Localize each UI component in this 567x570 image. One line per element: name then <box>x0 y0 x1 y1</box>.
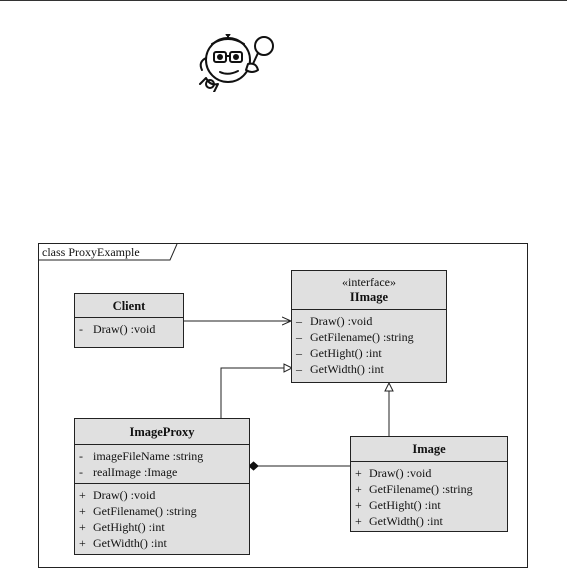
visibility-marker: - <box>79 465 83 479</box>
page-top-rule <box>0 0 567 1</box>
imageproxy-class[interactable]: ImageProxy - imageFileName :string - rea… <box>74 418 250 555</box>
realization-triangle-up <box>384 381 394 392</box>
iimage-operation: – GetFilename() :string <box>296 329 442 345</box>
operation-signature: Draw() :void <box>93 488 156 502</box>
frame-label: class ProxyExample <box>42 245 140 259</box>
image-class-header: Image <box>351 437 507 462</box>
operation-signature: GetFilename() :string <box>369 482 473 496</box>
client-operation: - Draw() :void <box>79 321 179 337</box>
attribute-signature: imageFileName :string <box>93 449 204 463</box>
imageproxy-class-name: ImageProxy <box>129 425 195 439</box>
iimage-stereotype: «interface» <box>342 275 396 289</box>
imageproxy-iimage-realization <box>220 367 285 418</box>
imageproxy-header: ImageProxy <box>75 419 249 445</box>
visibility-marker: – <box>296 314 302 328</box>
client-class[interactable]: Client - Draw() :void <box>74 293 184 348</box>
visibility-marker: + <box>79 536 86 550</box>
imageproxy-attribute: - imageFileName :string <box>79 448 245 464</box>
operation-signature: Draw() :void <box>369 466 432 480</box>
iimage-operations: – Draw() :void – GetFilename() :string –… <box>292 310 446 380</box>
imageproxy-operations: + Draw() :void + GetFilename() :string +… <box>75 484 249 554</box>
visibility-marker: + <box>355 482 362 496</box>
image-operation: + GetWidth() :int <box>355 513 503 529</box>
image-class-name: Image <box>412 442 446 456</box>
visibility-marker: – <box>296 330 302 344</box>
visibility-marker: + <box>355 514 362 528</box>
client-class-name: Client <box>112 299 146 313</box>
operation-signature: GetHight() :int <box>93 520 165 534</box>
imageproxy-operation: + Draw() :void <box>79 487 245 503</box>
operation-signature: GetHight() :int <box>369 498 441 512</box>
visibility-marker: + <box>79 520 86 534</box>
operation-signature: Draw() :void <box>310 314 373 328</box>
image-class[interactable]: Image + Draw() :void + GetFilename() :st… <box>350 436 508 532</box>
imageproxy-operation: + GetHight() :int <box>79 519 245 535</box>
visibility-marker: + <box>79 488 86 502</box>
iimage-interface[interactable]: «interface» IImage – Draw() :void – GetF… <box>291 270 447 383</box>
attribute-signature: realImage :Image <box>93 465 178 479</box>
visibility-marker: + <box>355 466 362 480</box>
iimage-operation: – GetWidth() :int <box>296 361 442 377</box>
visibility-marker: – <box>296 346 302 360</box>
operation-signature: GetWidth() :int <box>93 536 167 550</box>
visibility-marker: + <box>355 498 362 512</box>
visibility-marker: – <box>296 362 302 376</box>
frame-tab-outline <box>39 244 178 261</box>
imageproxy-operation: + GetWidth() :int <box>79 535 245 551</box>
diagram-frame: class ProxyExample <box>38 243 528 568</box>
iimage-operation: – Draw() :void <box>296 313 442 329</box>
operation-signature: GetWidth() :int <box>310 362 384 376</box>
operation-signature: GetFilename() :string <box>93 504 197 518</box>
visibility-marker: + <box>79 504 86 518</box>
iimage-header: «interface» IImage <box>292 271 446 310</box>
image-operation: + GetHight() :int <box>355 497 503 513</box>
operation-signature: Draw() :void <box>93 322 156 336</box>
client-operations: - Draw() :void <box>75 318 183 340</box>
image-operations: + Draw() :void + GetFilename() :string +… <box>351 462 507 532</box>
visibility-marker: - <box>79 322 83 336</box>
realization-triangle-left <box>283 363 294 373</box>
imageproxy-attributes: - imageFileName :string - realImage :Ima… <box>75 445 249 484</box>
mascot-illustration <box>199 34 274 92</box>
image-operation: + Draw() :void <box>355 465 503 481</box>
iimage-class-name: IImage <box>349 290 389 304</box>
imageproxy-attribute: - realImage :Image <box>79 464 245 480</box>
operation-signature: GetHight() :int <box>310 346 382 360</box>
imageproxy-operation: + GetFilename() :string <box>79 503 245 519</box>
operation-signature: GetWidth() :int <box>369 514 443 528</box>
operation-signature: GetFilename() :string <box>310 330 414 344</box>
visibility-marker: - <box>79 449 83 463</box>
iimage-operation: – GetHight() :int <box>296 345 442 361</box>
image-operation: + GetFilename() :string <box>355 481 503 497</box>
composition-diamond <box>248 461 259 471</box>
client-class-header: Client <box>75 294 183 318</box>
